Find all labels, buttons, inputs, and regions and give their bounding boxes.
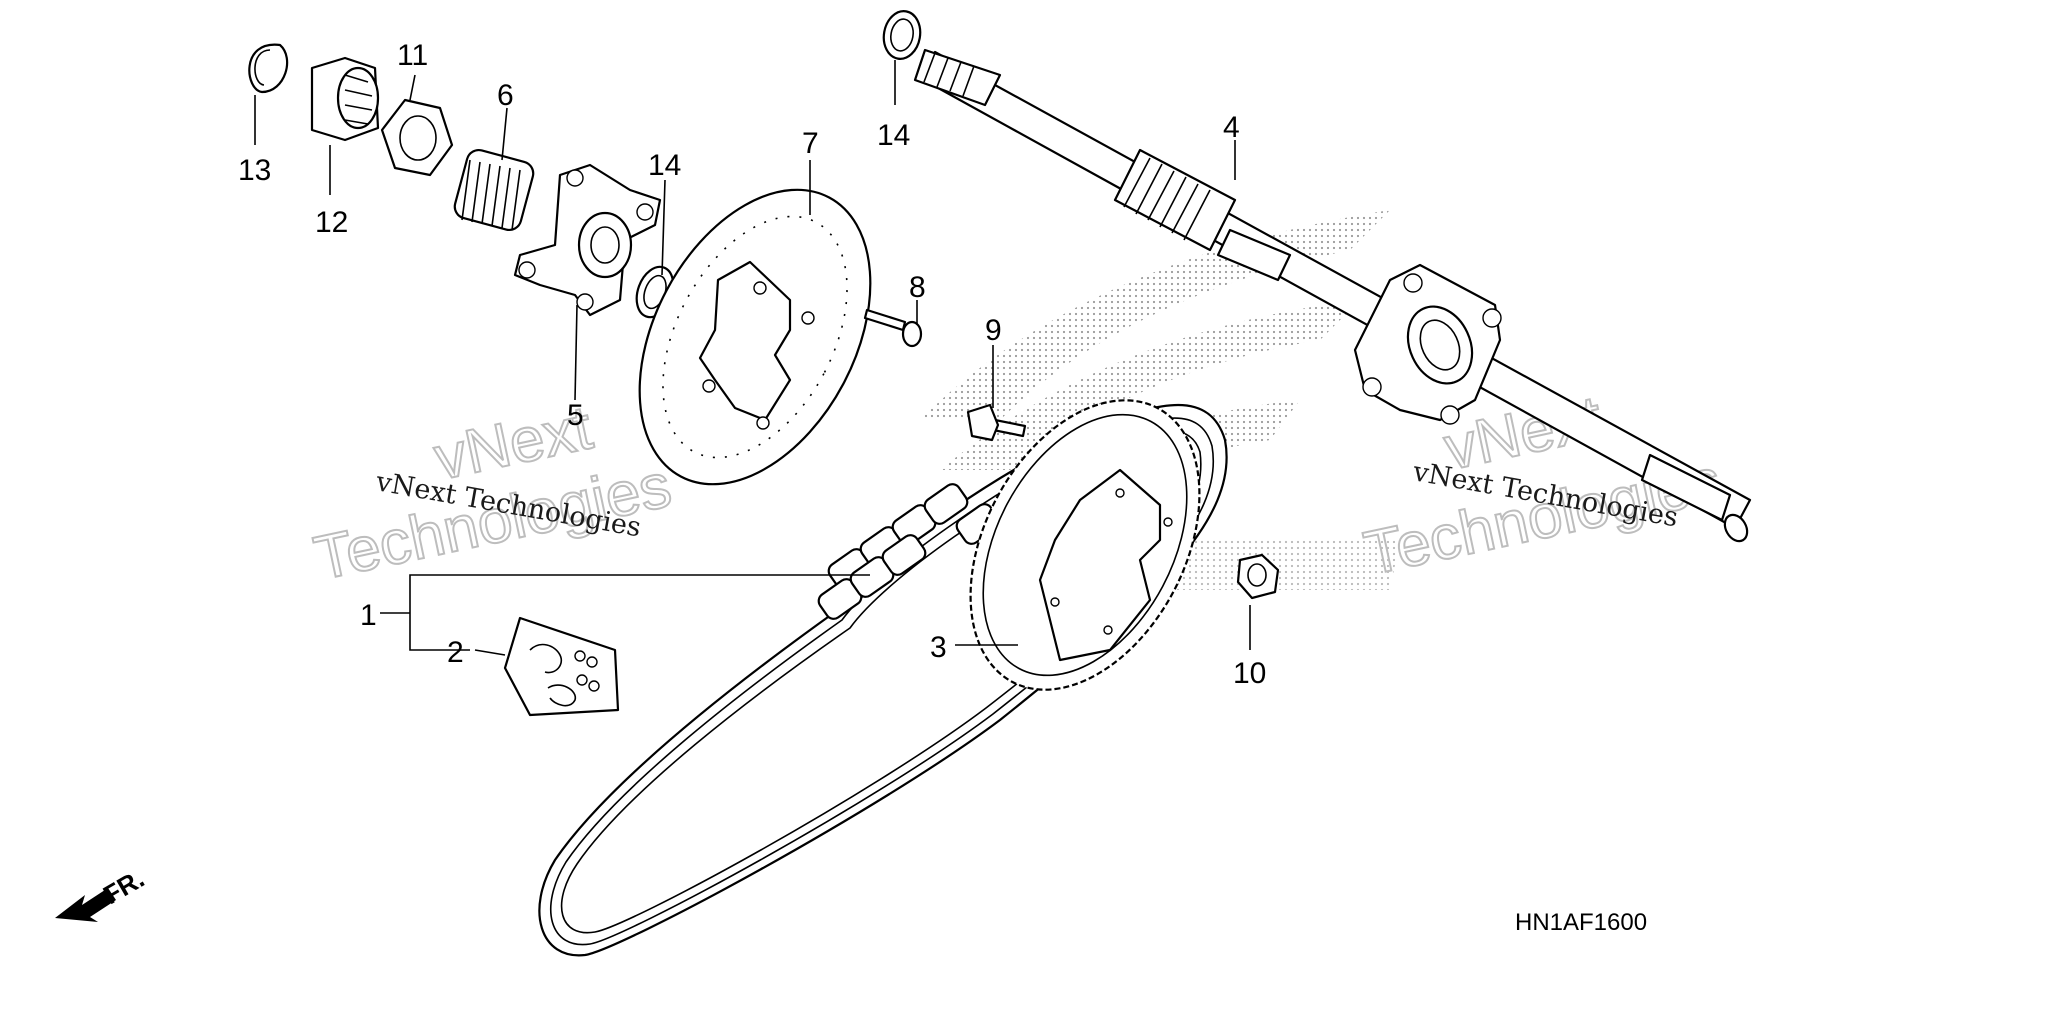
o-ring-14-right bbox=[882, 10, 922, 60]
hub-5 bbox=[513, 163, 662, 317]
front-direction-marker: FR. bbox=[55, 863, 149, 922]
bolt-8 bbox=[863, 308, 923, 348]
callout-4: 4 bbox=[1223, 111, 1240, 144]
lock-nut-11 bbox=[380, 98, 454, 177]
callout-2: 2 bbox=[447, 636, 464, 669]
nut-10 bbox=[1236, 553, 1280, 600]
callout-13: 13 bbox=[238, 154, 271, 187]
callout-labels: 1 2 3 4 5 6 7 8 9 10 11 12 13 14 14 bbox=[238, 39, 1266, 690]
callout-9: 9 bbox=[985, 314, 1002, 347]
circlip-13 bbox=[248, 43, 289, 94]
callout-14-left: 14 bbox=[648, 149, 681, 182]
bearing-holder-12 bbox=[310, 56, 380, 142]
front-arrow-icon bbox=[55, 888, 116, 922]
collar-6 bbox=[453, 148, 535, 232]
callout-11: 11 bbox=[397, 39, 428, 72]
callout-10: 10 bbox=[1233, 657, 1266, 690]
leader-lines bbox=[254, 60, 1251, 656]
callout-7: 7 bbox=[802, 127, 819, 160]
callout-5: 5 bbox=[567, 399, 584, 432]
callout-8: 8 bbox=[909, 271, 926, 304]
diagram-code: HN1AF1600 bbox=[1515, 909, 1647, 936]
callout-3: 3 bbox=[930, 631, 947, 664]
bolt-9 bbox=[966, 403, 1027, 442]
callout-14-right: 14 bbox=[877, 119, 910, 152]
callout-12: 12 bbox=[315, 206, 348, 239]
callout-1: 1 bbox=[360, 599, 377, 632]
callout-6: 6 bbox=[497, 79, 514, 112]
rear-axle-shaft bbox=[913, 48, 1752, 543]
watermark-left: vNext Technologies vNext Technologies bbox=[308, 392, 678, 594]
master-link-2 bbox=[503, 616, 620, 717]
sprocket-3 bbox=[969, 399, 1201, 691]
brake-disc-7 bbox=[638, 188, 872, 486]
